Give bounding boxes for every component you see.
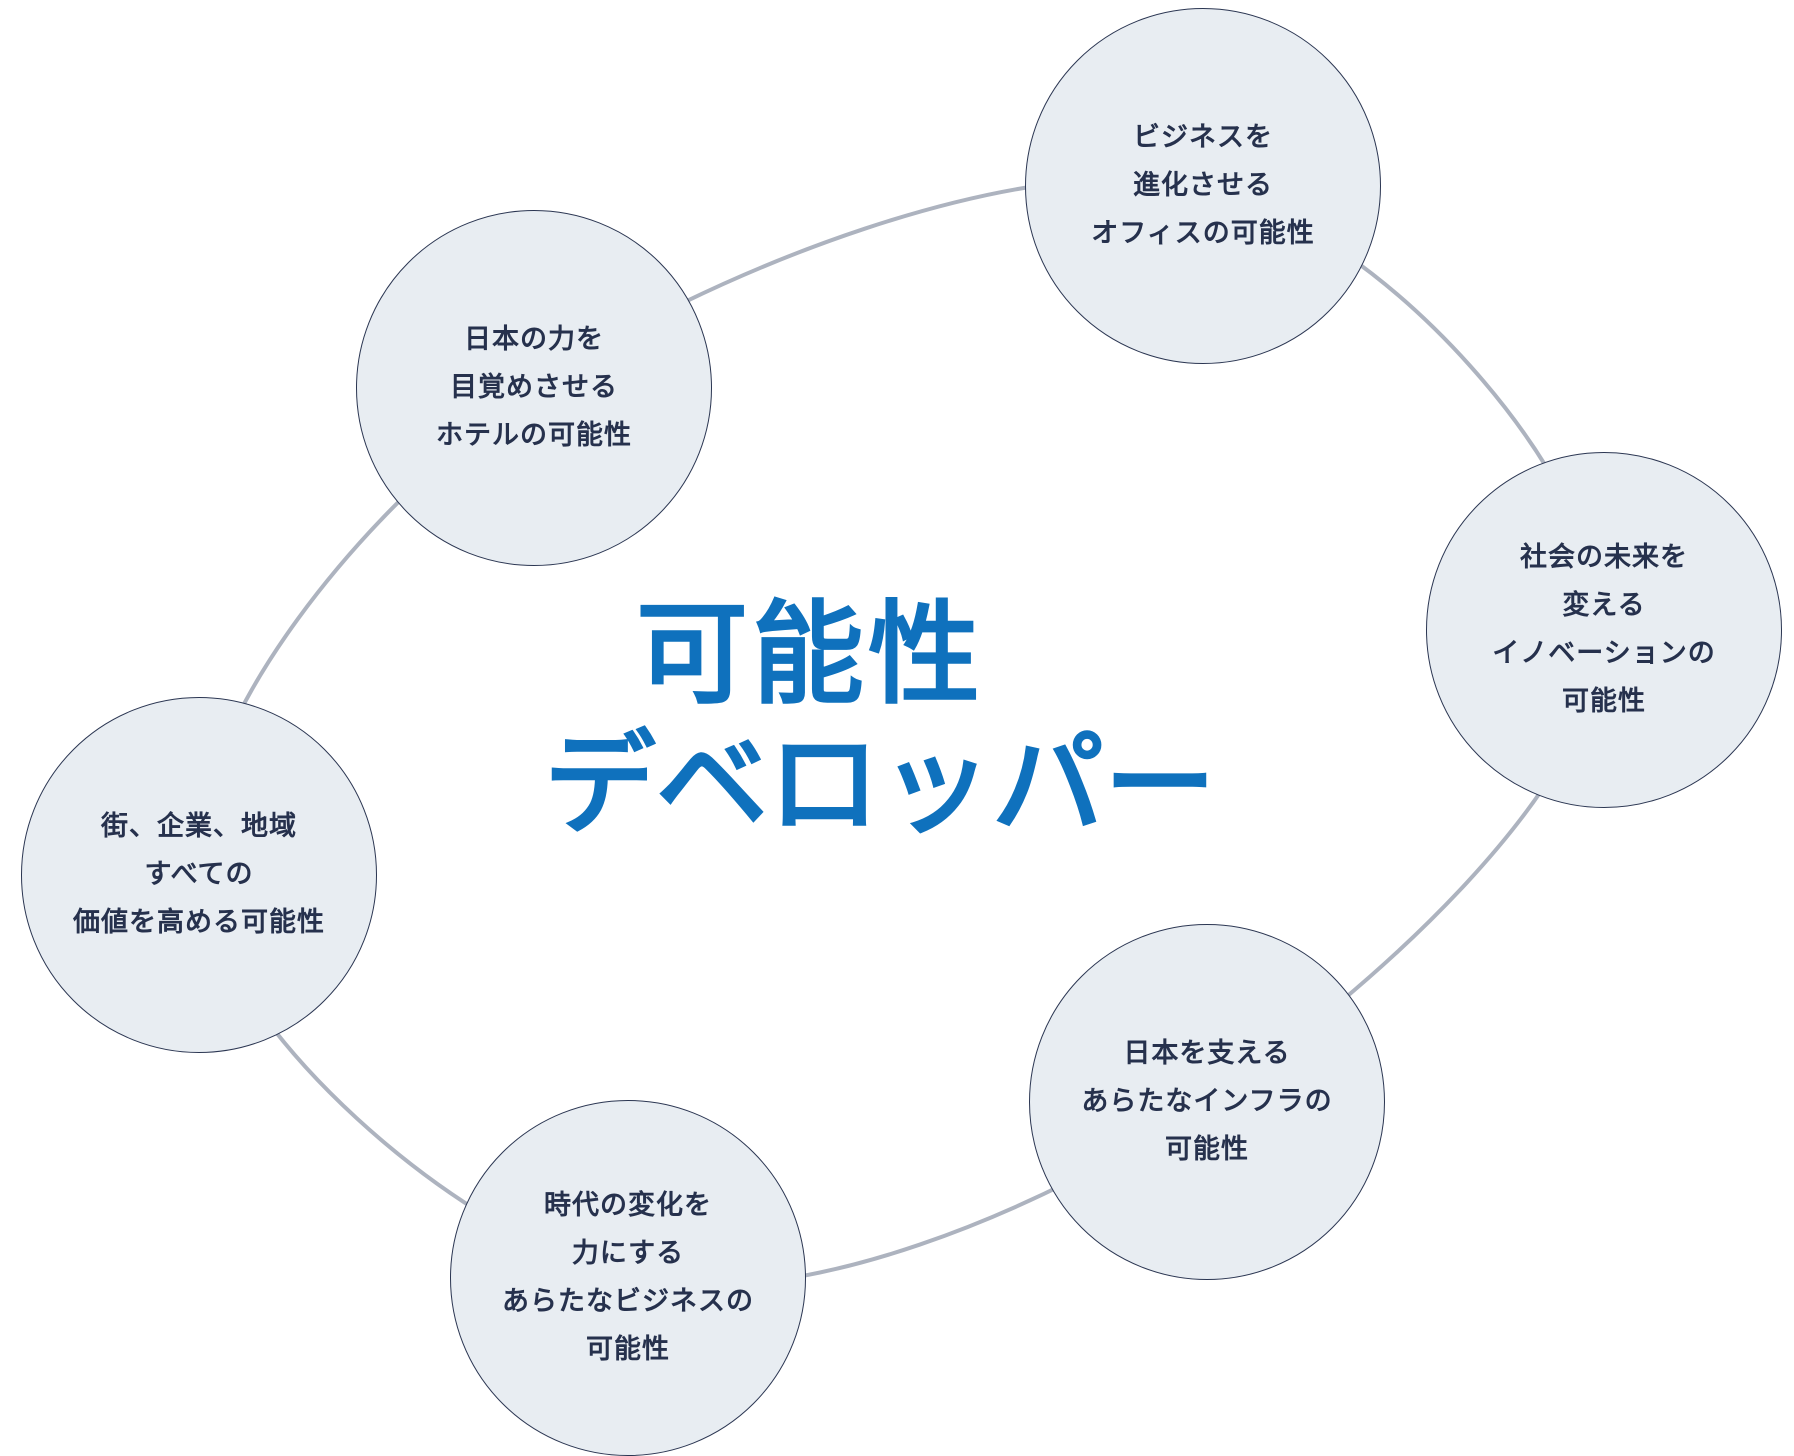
node-text-line: 社会の未来を xyxy=(1520,542,1688,573)
node-innovation: 社会の未来を変えるイノベーションの可能性 xyxy=(1426,452,1782,808)
node-text-line: 時代の変化を xyxy=(544,1190,712,1221)
node-text-line: 力にする xyxy=(571,1238,685,1269)
node-text-line: 進化させる xyxy=(1133,170,1273,201)
node-text-line: あらたなビジネスの xyxy=(502,1286,754,1317)
node-text-line: 目覚めさせる xyxy=(450,372,618,403)
node-business: 時代の変化を力にするあらたなビジネスの可能性 xyxy=(450,1100,806,1456)
node-text-line: オフィスの可能性 xyxy=(1091,218,1315,249)
node-office: ビジネスを進化させるオフィスの可能性 xyxy=(1025,8,1381,364)
node-text-line: 可能性 xyxy=(586,1334,670,1365)
node-text-line: 可能性 xyxy=(1562,686,1646,717)
node-text-line: すべての xyxy=(144,859,254,890)
title-line-1: 可能性 xyxy=(636,589,984,720)
node-value: 街、企業、地域すべての価値を高める可能性 xyxy=(21,697,377,1053)
node-text-line: あらたなインフラの xyxy=(1081,1086,1333,1117)
node-hotel: 日本の力を目覚めさせるホテルの可能性 xyxy=(356,210,712,566)
node-text-line: 街、企業、地域 xyxy=(101,811,297,842)
node-text-line: 可能性 xyxy=(1165,1134,1249,1165)
node-text-line: イノベーションの xyxy=(1492,638,1716,669)
node-infrastructure: 日本を支えるあらたなインフラの可能性 xyxy=(1029,924,1385,1280)
node-text-line: 日本を支える xyxy=(1123,1038,1291,1069)
node-text-line: 変える xyxy=(1562,590,1646,621)
node-text-line: 日本の力を xyxy=(464,324,604,355)
title-line-2: デベロッパー xyxy=(544,719,1216,850)
node-text-line: 価値を高める可能性 xyxy=(73,907,325,938)
node-text-line: ビジネスを xyxy=(1133,122,1273,153)
node-text-line: ホテルの可能性 xyxy=(436,420,632,451)
